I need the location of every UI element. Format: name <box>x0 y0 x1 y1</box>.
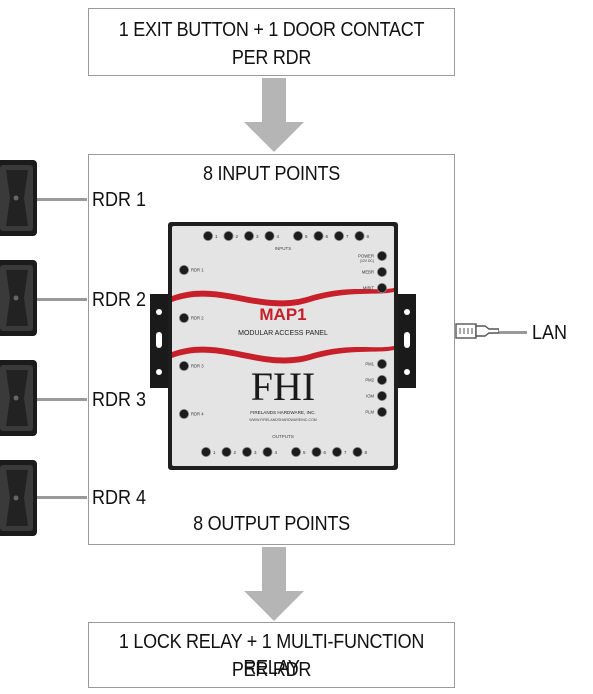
output-led-number: 5 <box>303 450 306 455</box>
map1-panel: 1 2 3 4 5 6 7 8 INPUTS 1 2 3 4 5 6 7 8 OUTPUTS RDR 1 RD… <box>150 222 416 470</box>
inputs-label: INPUTS <box>275 246 292 251</box>
reader-status-led <box>178 408 189 419</box>
output-led <box>352 446 363 457</box>
company-url: WWW.FIRELANDSHARDWAREINC.COM <box>249 418 317 422</box>
output-led <box>331 446 342 457</box>
status-led <box>376 267 387 278</box>
reader-2-label: RDR 2 <box>92 289 147 311</box>
input-led-number: 5 <box>305 234 308 239</box>
lan-connector <box>499 331 527 334</box>
input-led <box>223 230 234 241</box>
input-led <box>244 230 255 241</box>
lan-label: LAN <box>532 322 568 344</box>
panel-subtitle: MODULAR ACCESS PANEL <box>238 330 328 337</box>
reader-status-led <box>178 313 189 324</box>
bottom-box-line1: 1 LOCK RELAY + 1 MULTI-FUNCTION RELAY <box>118 631 425 679</box>
input-led <box>354 230 365 241</box>
output-points-title: 8 OUTPUT POINTS <box>193 513 350 535</box>
input-led-number: 7 <box>346 234 349 239</box>
module-led-label: PLM <box>365 410 374 415</box>
input-led-number: 4 <box>277 234 280 239</box>
module-led <box>376 390 387 401</box>
reader-3-connector <box>37 398 87 401</box>
input-led <box>292 230 303 241</box>
input-points-title: 8 INPUT POINTS <box>203 163 340 185</box>
input-led-number: 1 <box>215 234 218 239</box>
reader-led-label: RDR 4 <box>191 412 204 417</box>
outputs-label: OUTPUTS <box>272 434 294 439</box>
company-name: FIRELANDS HARDWARE, INC. <box>250 410 315 415</box>
reader-4-label: RDR 4 <box>92 487 147 509</box>
input-led <box>333 230 344 241</box>
output-led-number: 1 <box>213 450 216 455</box>
reader-led-label: RDR 1 <box>191 268 204 273</box>
status-led <box>376 283 387 294</box>
model-name: MAP1 <box>259 305 306 324</box>
input-led-number: 3 <box>256 234 259 239</box>
output-led <box>290 446 301 457</box>
module-led <box>376 358 387 369</box>
power-note: (12V DC) <box>360 259 374 263</box>
module-led-label: IOM <box>366 394 374 399</box>
output-led <box>242 446 253 457</box>
reader-1-label: RDR 1 <box>92 189 147 211</box>
input-led <box>203 230 214 241</box>
input-led <box>313 230 324 241</box>
status-led-label: MIBIT <box>363 286 375 291</box>
card-reader-icon <box>0 260 37 336</box>
input-led-number: 6 <box>326 234 329 239</box>
output-led <box>201 446 212 457</box>
output-led-number: 7 <box>344 450 347 455</box>
card-reader-icon <box>0 360 37 436</box>
status-led-label: POWER <box>358 254 374 259</box>
output-led <box>262 446 273 457</box>
reader-4-connector <box>37 496 87 499</box>
reader-3-label: RDR 3 <box>92 389 147 411</box>
exit-door-contact-box: 1 EXIT BUTTON + 1 DOOR CONTACT PER RDR <box>88 8 455 76</box>
output-led <box>311 446 322 457</box>
top-box-line1: 1 EXIT BUTTON + 1 DOOR CONTACT <box>118 19 425 41</box>
input-led-number: 8 <box>367 234 370 239</box>
module-led-label: PM1 <box>365 362 374 367</box>
module-led <box>376 374 387 385</box>
output-led-number: 2 <box>234 450 237 455</box>
reader-status-led <box>178 360 189 371</box>
status-led <box>376 250 387 261</box>
fhi-logo: FHI <box>251 364 315 409</box>
output-led <box>221 446 232 457</box>
input-led-number: 2 <box>236 234 239 239</box>
reader-status-led <box>178 265 189 276</box>
card-reader-icon <box>0 160 37 236</box>
module-led-label: PM2 <box>365 378 374 383</box>
down-arrow-bottom <box>244 547 304 621</box>
card-reader-icon <box>0 460 37 536</box>
output-led-number: 4 <box>275 450 278 455</box>
down-arrow-top <box>244 78 304 152</box>
reader-2-connector <box>37 298 87 301</box>
reader-1-connector <box>37 198 87 201</box>
status-led-label: MEBR <box>362 270 374 275</box>
ethernet-plug-icon <box>455 323 499 339</box>
input-led <box>264 230 275 241</box>
module-led <box>376 406 387 417</box>
bottom-box-line2: PER RDR <box>231 659 312 681</box>
reader-led-label: RDR 3 <box>191 364 204 369</box>
output-led-number: 8 <box>365 450 368 455</box>
top-box-line2: PER RDR <box>231 47 312 69</box>
reader-led-label: RDR 2 <box>191 316 204 321</box>
output-led-number: 6 <box>324 450 327 455</box>
lock-relay-box: 1 LOCK RELAY + 1 MULTI-FUNCTION RELAY PE… <box>88 622 455 688</box>
output-led-number: 3 <box>254 450 257 455</box>
